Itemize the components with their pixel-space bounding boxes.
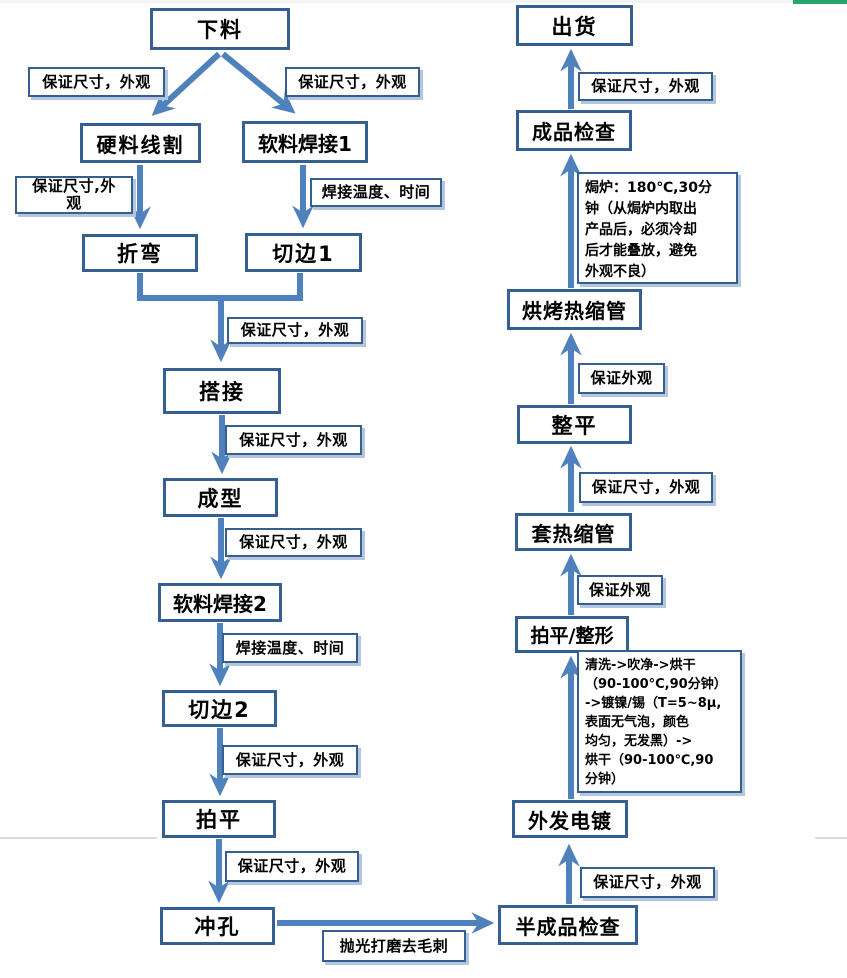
note-electroplating-spec: 清洗->吹净->烘干 （90-100°C,90分钟） ->镀镍/锡（T=5~8μ… <box>577 650 742 793</box>
node-tao-resuoguan: 套热缩管 <box>515 513 632 551</box>
node-paiping-zhengxing: 拍平/整形 <box>515 616 629 653</box>
node-chengxing: 成型 <box>163 478 278 517</box>
edge-xialiao-ruanhan1 <box>221 51 296 114</box>
label-polish-deburr: 抛光打磨去毛刺 <box>322 930 466 962</box>
node-waifa-diandu: 外发电镀 <box>512 800 628 838</box>
label-ensure-size-appearance-3: 保证尺寸，外观 <box>227 317 363 344</box>
edge-merge-connector <box>137 273 303 301</box>
node-paiping: 拍平 <box>162 800 276 838</box>
label-ensure-size-appearance-5: 保证尺寸，外观 <box>225 528 362 557</box>
edge-xialiao-yingliao <box>151 51 222 116</box>
label-ensure-size-appearance-2: 保证尺寸，外观 <box>285 67 420 97</box>
page-break-line-left <box>0 837 157 839</box>
node-dajie: 搭接 <box>163 368 281 414</box>
node-zhewan: 折弯 <box>82 234 198 272</box>
node-ruanliao-hanjie2: 软料焊接2 <box>158 583 282 622</box>
note-oven-bake-spec: 焗炉：180℃,30分 钟（从焗炉内取出 产品后，必须冷却 后才能叠放，避免 外… <box>577 172 738 284</box>
green-progress-bar <box>793 0 847 4</box>
node-banchengpin-jiancha: 半成品检查 <box>498 905 638 945</box>
top-strip <box>0 0 847 3</box>
node-hongkao-resuoguan: 烘烤热缩管 <box>507 289 642 330</box>
label-ensure-size-appearance-wrapped: 保证尺寸,外观 <box>15 176 133 214</box>
node-qiebian2: 切边2 <box>162 690 277 727</box>
node-ruanliao-hanjie1: 软料焊接1 <box>242 121 368 163</box>
label-ensure-size-appearance-6: 保证尺寸，外观 <box>222 745 358 775</box>
node-chongkong: 冲孔 <box>160 907 275 945</box>
label-ensure-size-appearance-8: 保证尺寸，外观 <box>580 867 715 898</box>
node-chuhuo: 出货 <box>516 5 633 46</box>
node-yingliao-xiange: 硬料线割 <box>80 123 201 163</box>
label-ensure-size-appearance-4: 保证尺寸，外观 <box>225 425 362 455</box>
label-ensure-size-appearance-1: 保证尺寸，外观 <box>28 67 165 97</box>
node-zhengping: 整平 <box>517 405 632 444</box>
label-ensure-appearance-2: 保证外观 <box>578 363 665 394</box>
label-weld-temp-time-1: 焊接温度、时间 <box>310 178 442 207</box>
label-ensure-size-appearance-7: 保证尺寸，外观 <box>225 851 359 882</box>
label-ensure-size-appearance-9: 保证尺寸，外观 <box>579 472 713 503</box>
page-break-line-right <box>815 837 847 839</box>
label-weld-temp-time-2: 焊接温度、时间 <box>222 633 358 663</box>
node-chengpin-jiancha: 成品检查 <box>516 110 632 151</box>
label-ensure-size-appearance-10: 保证尺寸，外观 <box>578 72 713 101</box>
node-qiebian1: 切边1 <box>245 233 362 272</box>
label-ensure-appearance-1: 保证外观 <box>577 575 663 605</box>
node-xialiao: 下料 <box>150 8 290 50</box>
